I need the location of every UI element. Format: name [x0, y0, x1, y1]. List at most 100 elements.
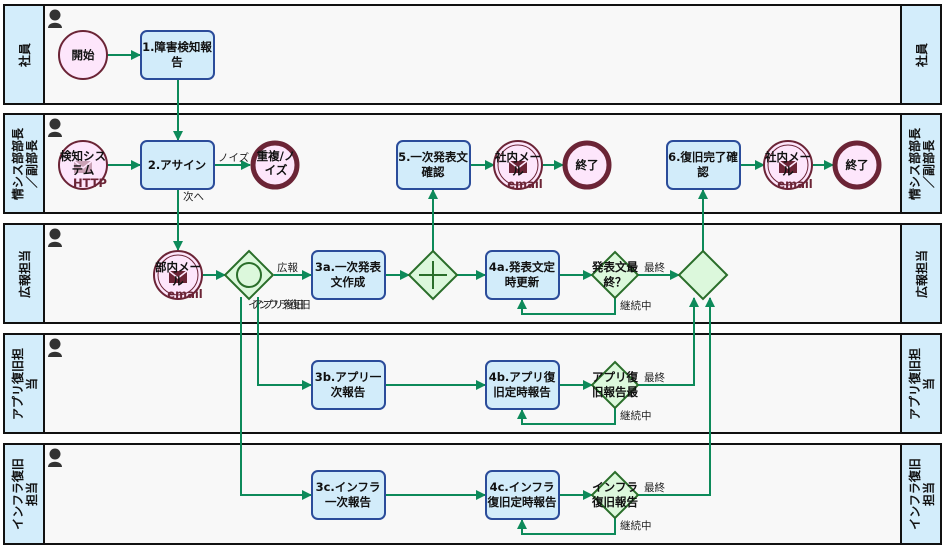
flow-label-final: 最終: [644, 481, 665, 494]
gateway-statement-final[interactable]: 発表文最 終？: [590, 250, 640, 300]
lane-title-left: インフラ復旧: [10, 458, 25, 530]
task-label-2: 告: [171, 55, 183, 69]
task-label-2: 旧定時報告: [493, 385, 551, 399]
event-label-2: イズ: [265, 163, 288, 177]
flow-check-b-final[interactable]: [638, 297, 699, 386]
gateway-app-report-final[interactable]: アプリ復 旧報告最: [590, 360, 640, 410]
task-label-2: 時更新: [505, 275, 540, 289]
event-label: 開始: [72, 48, 95, 62]
event-label-2: ル: [782, 164, 794, 178]
event-label: 終了: [576, 158, 599, 172]
intermediate-event-dept-mail[interactable]: 部内メー ル email: [153, 250, 203, 301]
end-event-2[interactable]: 終了: [832, 140, 882, 190]
gateway-label-2: 旧報告最: [592, 385, 638, 399]
lane-title-left: アプリ復旧担: [10, 348, 25, 420]
gateway-parallel[interactable]: [407, 249, 459, 301]
event-label-2: ル: [172, 274, 184, 288]
task-label: 4c.インフラ: [490, 480, 555, 494]
task-3b-app-first-report[interactable]: 3b.アプリ一 次報告: [311, 360, 386, 410]
gateway-join[interactable]: [677, 249, 729, 301]
task-label: 4b.アプリ復: [489, 370, 556, 384]
task-3a-create-statement[interactable]: 3a.一次発表 文作成: [311, 250, 386, 300]
flow-check-a-continue[interactable]: [517, 298, 616, 315]
flow-label-continue: 継続中: [620, 299, 652, 312]
task-label: 3a.一次発表: [315, 260, 382, 274]
event-label: 検知シス: [60, 149, 106, 163]
flow-label-continue: 継続中: [620, 519, 652, 532]
parallel-plus-icon: [419, 261, 447, 289]
event-label: 社内メー: [764, 150, 811, 164]
flow-check-c-continue[interactable]: [517, 518, 616, 535]
end-event-1[interactable]: 終了: [562, 140, 612, 190]
flow-gateway-to-t3c[interactable]: [240, 297, 312, 500]
task-6-confirm-recovery[interactable]: 6.復旧完了確 認: [666, 140, 741, 190]
flow-label-next: 次へ: [183, 190, 204, 203]
event-label-2: テム: [72, 163, 95, 177]
event-sub-label: email: [777, 177, 812, 191]
task-label-2: 復旧定時報告: [487, 495, 557, 509]
event-label: 終了: [846, 158, 869, 172]
flow-label-final: 最終: [644, 371, 665, 384]
task-1-incident-report[interactable]: 1.障害検知報 告: [140, 30, 215, 80]
task-4c-infra-periodic-report[interactable]: 4c.インフラ 復旧定時報告: [485, 470, 560, 520]
task-4a-update-statement[interactable]: 4a.発表文定 時更新: [485, 250, 560, 300]
inclusive-circle-icon: [236, 262, 262, 288]
flow-label-infra: インフラ復旧: [248, 298, 311, 311]
lane-title-right: 社員: [914, 43, 929, 68]
gateway-inclusive[interactable]: [223, 249, 275, 301]
task-label: 3c.インフラ: [316, 480, 381, 494]
event-sub-label: HTTP: [73, 176, 107, 190]
task-label: 6.復旧完了確: [668, 150, 738, 164]
task-label-2: 確認: [422, 165, 445, 179]
task-label: 3b.アプリ一: [315, 370, 382, 384]
flow-label-noise: ノイズ: [218, 151, 249, 164]
flow-check-b-continue[interactable]: [517, 408, 616, 425]
task-label-2: 次報告: [331, 385, 366, 399]
event-sub-label: email: [507, 177, 542, 191]
lane-pr: 広報担当 広報担当: [3, 223, 942, 324]
lane-title-right: 情シス部部長: [907, 127, 922, 200]
lane-title-left-2: 担当: [24, 482, 39, 506]
start-event-system[interactable]: 検知シス テム HTTP: [58, 140, 108, 190]
lane-title-right-2: 担当: [921, 482, 936, 506]
lane-title-left: 社員: [17, 43, 32, 68]
task-label-2: 認: [697, 165, 709, 179]
task-label: 4a.発表文定: [489, 260, 556, 274]
gateway-infra-report-final[interactable]: インフラ 復旧報告: [590, 470, 640, 520]
lane-app-recovery: アプリ復旧担 当 アプリ復旧担 当: [3, 333, 942, 434]
task-5-confirm-statement[interactable]: 5.一次発表文 確認: [396, 140, 471, 190]
gateway-label: アプリ復: [592, 370, 638, 384]
task-label-2: 文作成: [331, 275, 366, 289]
task-2-assign[interactable]: 2.アサイン: [140, 140, 215, 190]
gateway-label-2: 復旧報告: [591, 495, 638, 509]
start-event-employee[interactable]: 開始: [58, 30, 108, 80]
task-4b-app-periodic-report[interactable]: 4b.アプリ復 旧定時報告: [485, 360, 560, 410]
flow-label-app: アプリ復旧: [252, 298, 305, 311]
lane-title-left: 広報担当: [17, 250, 32, 298]
flow-label-continue: 継続中: [620, 409, 652, 422]
end-event-noise[interactable]: 重複/ノ イズ: [250, 140, 300, 190]
event-sub-label: email: [167, 287, 202, 301]
gateway-label: インフラ: [592, 480, 638, 494]
task-label: 1.障害検知報: [142, 40, 212, 54]
flow-label-final: 最終: [644, 261, 665, 274]
event-label: 重複/ノ: [257, 149, 296, 163]
flow-check-c-final[interactable]: [638, 297, 715, 496]
event-label: 部内メー: [155, 260, 201, 274]
task-3c-infra-first-report[interactable]: 3c.インフラ 一次報告: [311, 470, 386, 520]
event-label: 社内メー: [494, 150, 541, 164]
flow-label-pr: 広報: [277, 261, 298, 274]
intermediate-event-company-mail-1[interactable]: 社内メー ル email: [493, 140, 543, 191]
lane-title-right: インフラ復旧: [907, 458, 922, 530]
intermediate-event-company-mail-2[interactable]: 社内メー ル email: [763, 140, 813, 191]
lane-title-right-2: 当: [921, 378, 936, 390]
sequence-flows: [107, 50, 834, 535]
lane-title-right: 広報担当: [914, 250, 929, 298]
flow-gateway-to-t3b[interactable]: [257, 297, 312, 390]
lane-title-left-2: 当: [24, 378, 39, 390]
task-label-2: 一次報告: [325, 495, 371, 509]
lane-title-right: アプリ復旧担: [907, 348, 922, 420]
task-label: 2.アサイン: [148, 158, 206, 172]
lane-title-left: 情シス部部長: [10, 127, 25, 200]
